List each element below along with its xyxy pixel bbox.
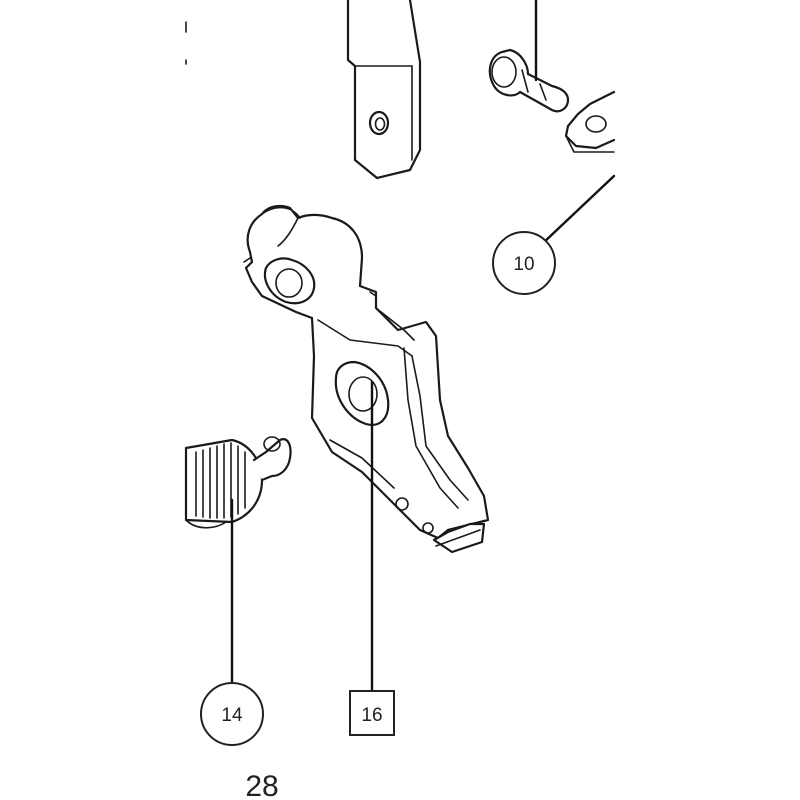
callout-14-label: 14	[221, 705, 243, 726]
clamp-fragment	[564, 90, 616, 153]
page-number: 28	[245, 770, 278, 800]
knurl-lines	[195, 442, 246, 519]
presser-foot-holder	[243, 204, 490, 554]
callout-10-label: 10	[513, 254, 534, 275]
callout-16-label: 16	[361, 705, 382, 726]
callout-10: 10	[492, 231, 556, 295]
top-screw	[488, 48, 570, 113]
callout-14: 14	[200, 682, 264, 746]
thumb-screw	[184, 436, 292, 529]
callout-16: 16	[349, 690, 395, 736]
leader-10	[540, 174, 616, 246]
presser-bar	[346, 0, 422, 180]
leader-lines	[230, 0, 616, 692]
